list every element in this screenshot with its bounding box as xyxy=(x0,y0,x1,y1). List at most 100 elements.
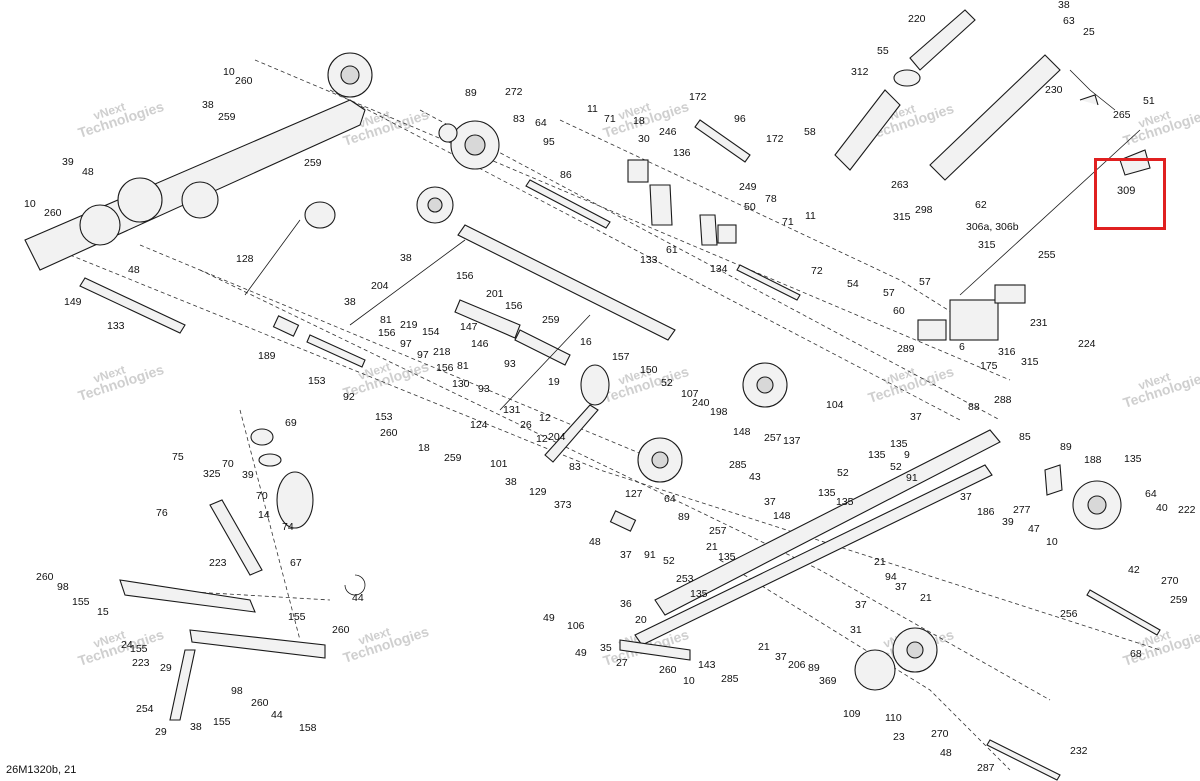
callout: 240 xyxy=(692,397,710,409)
cap-85 xyxy=(1044,464,1063,496)
callout: 89 xyxy=(1060,441,1072,453)
callout: 369 xyxy=(819,675,837,687)
callout: 11 xyxy=(587,103,598,115)
callout: 44 xyxy=(352,592,364,604)
callout: 315 xyxy=(1021,356,1039,368)
callout: 70 xyxy=(222,458,234,470)
callout: 270 xyxy=(1161,575,1179,587)
callout: 298 xyxy=(915,204,933,216)
callout: 48 xyxy=(589,536,601,548)
callout: 157 xyxy=(612,351,630,363)
callout: 172 xyxy=(766,133,784,145)
plate-136 xyxy=(649,184,673,226)
callout: 49 xyxy=(575,647,587,659)
callout: 72 xyxy=(811,265,823,277)
callout: 188 xyxy=(1084,454,1102,466)
guide-line xyxy=(719,559,1011,771)
callout: 38 xyxy=(344,296,356,308)
callout: 289 xyxy=(897,343,915,355)
wheel-369 xyxy=(854,649,896,691)
tube-146 xyxy=(514,329,571,366)
rod xyxy=(499,314,591,411)
callout: 186 xyxy=(977,506,995,518)
fitting xyxy=(1079,94,1099,106)
callout: 70 xyxy=(256,490,268,502)
callout: 155 xyxy=(213,716,231,728)
callout: 10 xyxy=(223,66,235,78)
callout: 29 xyxy=(160,662,172,674)
callout: 88 xyxy=(968,401,980,413)
callout: 198 xyxy=(710,406,728,418)
callout: 89 xyxy=(678,511,690,523)
guide-line xyxy=(199,269,1051,701)
callout: 37 xyxy=(895,581,907,593)
guide-line xyxy=(239,409,301,641)
callout: 39 xyxy=(242,469,254,481)
callout: 51 xyxy=(1143,95,1155,107)
callout: 104 xyxy=(826,399,844,411)
callout: 86 xyxy=(560,169,572,181)
guide-line xyxy=(559,119,981,331)
callout: 254 xyxy=(136,703,154,715)
callout: 10 xyxy=(24,198,36,210)
wheel-hub xyxy=(906,641,924,659)
callout: 135 xyxy=(718,551,736,563)
callout: 315 xyxy=(978,239,996,251)
callout: 16 xyxy=(580,336,592,348)
shaft-72 xyxy=(736,264,801,301)
callout: 135 xyxy=(818,487,836,499)
callout: 253 xyxy=(676,573,694,585)
callout: 23 xyxy=(893,731,905,743)
callout: 94 xyxy=(885,571,897,583)
callout: 62 xyxy=(975,199,987,211)
callout: 12 xyxy=(539,412,551,424)
callout: 97 xyxy=(400,338,412,350)
idler-wheel xyxy=(117,177,163,223)
wheel-hub xyxy=(756,376,774,394)
callout: 306a, 306b xyxy=(966,221,1019,233)
boot-220 xyxy=(909,9,976,71)
callout: 98 xyxy=(231,685,243,697)
callout: 14 xyxy=(258,509,270,521)
callout: 48 xyxy=(82,166,94,178)
callout: 259 xyxy=(218,111,236,123)
callout: 18 xyxy=(633,115,645,127)
callout: 9 xyxy=(904,449,910,461)
callout: 129 xyxy=(529,486,547,498)
callout: 68 xyxy=(1130,648,1142,660)
callout: 189 xyxy=(258,350,276,362)
callout: 38 xyxy=(400,252,412,264)
callout: 206 xyxy=(788,659,806,671)
callout: 49 xyxy=(543,612,555,624)
callout: 54 xyxy=(847,278,859,290)
callout: 95 xyxy=(543,136,555,148)
arm-158 xyxy=(189,629,326,659)
callout: 26 xyxy=(520,419,532,431)
callout: 137 xyxy=(783,435,801,447)
cap-68 xyxy=(250,428,274,446)
callout: 25 xyxy=(1083,26,1095,38)
diagram-code: 26M1320b, 21 xyxy=(6,764,77,776)
callout: 24 xyxy=(121,639,133,651)
callout: 155 xyxy=(130,643,148,655)
callout: 135 xyxy=(1124,453,1142,465)
callout: 147 xyxy=(460,321,478,333)
callout: 97 xyxy=(417,349,429,361)
callout: 74 xyxy=(282,521,294,533)
callout: 312 xyxy=(851,66,869,78)
bracket-60 xyxy=(917,319,947,341)
callout: 71 xyxy=(782,216,794,228)
callout: 260 xyxy=(380,427,398,439)
highlight-box xyxy=(1094,158,1166,230)
callout: 43 xyxy=(749,471,761,483)
callout: 277 xyxy=(1013,504,1031,516)
callout: 37 xyxy=(620,549,632,561)
callout: 130 xyxy=(452,378,470,390)
cable-255 xyxy=(959,129,1141,296)
shaft-86 xyxy=(525,179,611,229)
watermark-group: vNext Technologies vNext Technologies vN… xyxy=(76,98,1200,669)
callout: 37 xyxy=(855,599,867,611)
callout: 124 xyxy=(470,419,488,431)
callout: 91 xyxy=(644,549,656,561)
callout: 255 xyxy=(1038,249,1056,261)
